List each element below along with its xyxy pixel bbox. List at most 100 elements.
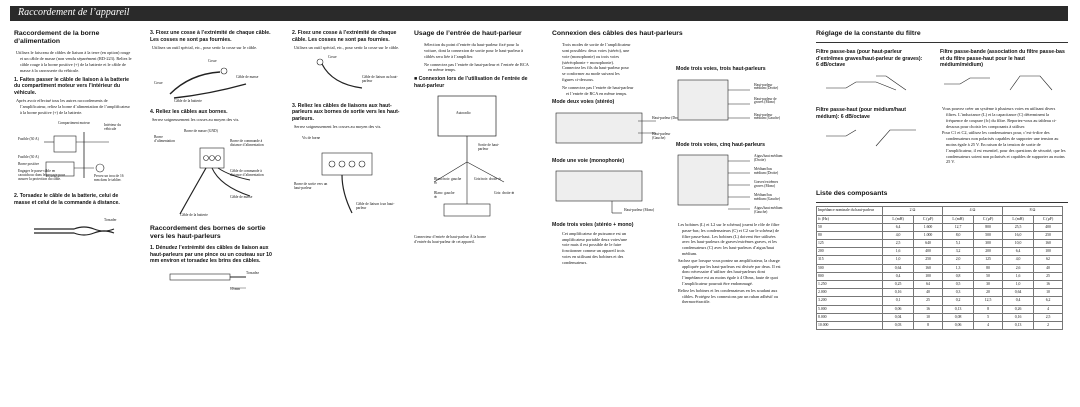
components-heading: Liste des composants (816, 190, 888, 198)
table-cell: 500 (816, 263, 883, 273)
power-step2: 2. Torsadez le câble de la batterie, cel… (14, 193, 120, 206)
five-speaker-figure: Aigus/haut médium (Droite) Médium/bas mé… (676, 151, 784, 219)
table-cell: 2,0 (941, 255, 975, 265)
output-terminal-label: Borne de sortie vers un haut-parleur (294, 182, 328, 191)
power-terminal-label: Borne d’alimentation (154, 135, 175, 144)
table-cell: 4 (1033, 304, 1063, 314)
table-cell: 1.000 (913, 230, 943, 241)
filter-bullet1: Vous pouvez créer un système à plusieurs… (942, 106, 1057, 129)
table-cell: 0,13 (1001, 320, 1035, 331)
table-cell: 100 (913, 271, 943, 282)
connection-para: Trois modes de sortie de l’amplificateur… (562, 42, 631, 82)
lowpass-title: Filtre passe-bas (pour haut-parleur d’ex… (816, 49, 923, 69)
fuse1-label: Fusible (30 A) (18, 137, 39, 142)
table-sub: L (mH) (941, 214, 975, 224)
twist-label: Torsader (104, 218, 117, 223)
speaker-cosse-figure: Cosse Câble de liaison au haut-parleur (292, 54, 404, 100)
speaker-input-bullet: Ne connectez pas l’entrée de haut-parleu… (424, 61, 529, 73)
table-cell: 2 (1033, 320, 1063, 331)
table-cell: 160 (913, 263, 943, 273)
three-way-bullet2: Sachez que lorsque vous pontez un amplif… (678, 257, 781, 286)
five-sub: Graves/extrêmes graves (Mono) (754, 180, 779, 188)
table-cell: 0,2 (941, 296, 975, 306)
battery-cable2-label: Câble de la batterie (180, 213, 208, 218)
table-cell: 2.000 (816, 288, 883, 298)
table-cell: 10.000 (816, 320, 883, 331)
three-left: Haut-parleur médium (Gauche) (754, 112, 781, 121)
table-sub: fc (Hz) (816, 214, 883, 224)
table-cell: 12,7 (941, 222, 975, 232)
mode-one-title: Mode une voie (monophonie) (552, 157, 625, 164)
ground-cable-label: Câble de masse (236, 74, 259, 79)
table-cell: 80 (816, 230, 883, 241)
output-heading: Raccordement des bornes de sortie vers l… (150, 225, 266, 241)
table-cell: 250 (1033, 230, 1063, 241)
table-cell: 8 (973, 304, 1003, 314)
table-cell: 1,0 (1001, 279, 1035, 290)
table-cell: 160 (1033, 239, 1063, 249)
table-cell: 0,25 (881, 279, 915, 290)
table-cell: 125 (816, 239, 883, 249)
table-cell: 1,6 (1001, 271, 1035, 282)
battery-wiring-figure: Compartiment moteur Intérieur du véhicul… (14, 118, 132, 190)
table-sub: L (mH) (881, 214, 915, 224)
table-cell: 0,26 (1001, 304, 1035, 314)
table-cell: 16,0 (1001, 230, 1035, 241)
power-bullet1: Utilisez le faisceau de câbles de liaiso… (16, 50, 132, 73)
table-cell: 5,1 (941, 239, 975, 249)
speaker-cable-label: Câble de liaison au haut-parleur (362, 74, 398, 83)
table-cell: 10 (1033, 288, 1063, 298)
mode-one-drawing (555, 171, 643, 214)
connection-heading: Connexion des câbles des haut-parleurs (552, 30, 683, 37)
table-cell: 100 (1033, 247, 1063, 257)
speaker-cosse-label: Cosse (328, 54, 337, 59)
mode-one-mono: Haut-parleur (Mono) (624, 208, 655, 213)
filter-bullet2: Pour C1 et C2, utilisez les condensateur… (942, 130, 1066, 165)
three-sub: Haut-parleur de graves (Mono) (754, 96, 777, 105)
ground-cable2-label: Câble de masse (230, 195, 253, 200)
gray-black-label: Gris/noir: droite ⊖ (474, 177, 502, 182)
five-left: Aigus/haut médium (Gauche) (754, 206, 783, 214)
bandpass-title: Filtre passe-bande (association du filtr… (940, 49, 1065, 69)
interior-label: Intérieur du véhicule (104, 123, 121, 132)
table-cell: 800 (973, 222, 1003, 232)
five-speaker-title: Mode trois voies, cinq haut-parleurs (676, 141, 766, 148)
battery-cable-label: Câble de la batterie (174, 98, 202, 103)
table-cell: 6,4 (1001, 247, 1035, 257)
table-sub: L (mH) (1001, 214, 1035, 224)
mode-three-para: Cet amplificateur de puissance est un am… (562, 230, 628, 265)
table-cell: 640 (913, 239, 943, 249)
three-way-bullet3: Reliez les bobines et les condensateurs … (678, 287, 779, 305)
table-cell: 10 (913, 312, 943, 322)
bandpass-graph (944, 75, 1053, 91)
table-cell: 40 (1033, 263, 1063, 273)
speaker-input-para: Sélection du point d’entrée du haut-parl… (424, 42, 524, 59)
table-cell: 10,0 (1001, 239, 1035, 249)
speaker-input-sub: ■ Connexion lors de l’utilisation de l’e… (414, 76, 528, 89)
table-cell: 16 (913, 304, 943, 314)
col-power-terminal: Raccordement de la borne d’alimentation … (14, 30, 132, 252)
table-cell: 0,64 (1001, 288, 1035, 298)
speaker-output-drawing (321, 152, 373, 214)
terminal-figure: Borne d’alimentation Borne de masse (GND… (150, 126, 274, 222)
five-speaker-drawing (677, 154, 750, 210)
speaker-input-drawing (433, 95, 505, 217)
table-imp-8: 8 Ω (1002, 206, 1063, 216)
table-cell: 0,4 (1001, 296, 1035, 306)
table-imp-4: 4 Ω (942, 206, 1003, 216)
speaker-bullet3: Serrez soigneusement les cosses au moyen… (294, 124, 382, 130)
speaker-link-label: Câble de liaison à un haut-parleur (356, 202, 395, 211)
engine-label: Compartiment moteur (58, 121, 90, 126)
speaker-step2: 2. Fixez une cosse à l’extrémité de chaq… (292, 30, 397, 43)
table-cell: 64 (913, 279, 943, 290)
remote-cable-label: Câble de commande à distance d’alimentat… (230, 169, 264, 178)
col-filter: Réglage de la constante du filtre Filtre… (816, 30, 1068, 331)
gray-label: Gris: droite ⊕ (494, 191, 515, 196)
